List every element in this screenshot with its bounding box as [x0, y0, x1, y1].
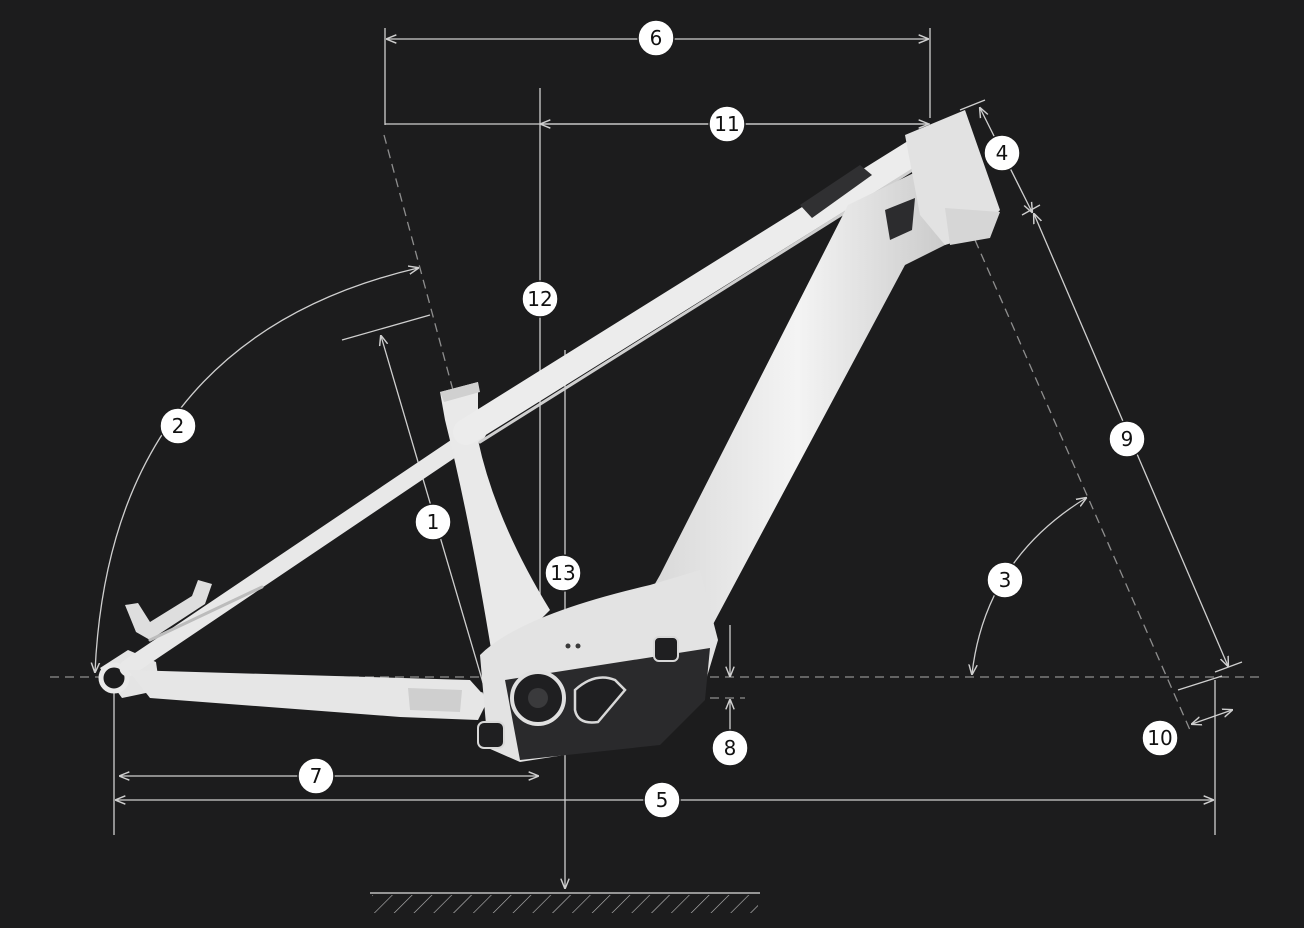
seat-stay	[119, 423, 487, 677]
callout-6: 6	[637, 19, 675, 57]
head-tube-axis-line	[974, 239, 1191, 731]
callout-3: 3	[986, 561, 1024, 599]
callout-13-label: 13	[550, 561, 575, 585]
callout-12: 12	[521, 280, 559, 318]
callout-8-label: 8	[724, 736, 737, 760]
callout-9: 9	[1108, 420, 1146, 458]
callout-6-label: 6	[650, 26, 663, 50]
callout-10-label: 10	[1147, 726, 1172, 750]
dimension-lines	[95, 28, 1243, 888]
callout-13: 13	[544, 554, 582, 592]
brake-mount	[125, 580, 212, 640]
callout-2: 2	[159, 407, 197, 445]
callout-5: 5	[643, 781, 681, 819]
callout-9-label: 9	[1121, 427, 1134, 451]
callout-7-label: 7	[310, 764, 323, 788]
callout-11: 11	[708, 105, 746, 143]
callout-1-label: 1	[427, 510, 440, 534]
callout-10: 10	[1141, 719, 1179, 757]
callout-4-label: 4	[996, 141, 1009, 165]
chain-stay	[128, 670, 488, 720]
callout-12-label: 12	[527, 287, 552, 311]
callout-1: 1	[414, 503, 452, 541]
callout-4: 4	[983, 134, 1021, 172]
down-tube	[640, 165, 955, 658]
callout-11-label: 11	[714, 112, 739, 136]
callout-2-label: 2	[172, 414, 185, 438]
callout-7: 7	[297, 757, 335, 795]
callout-3-label: 3	[999, 568, 1012, 592]
callout-8: 8	[711, 729, 749, 767]
callouts: 1 2 3 4 5 6 7 8 9 10 11	[159, 19, 1179, 819]
seat-tube	[440, 382, 550, 655]
bike-frame	[98, 110, 1000, 762]
callout-5-label: 5	[656, 788, 669, 812]
ground	[370, 892, 760, 913]
top-tube	[453, 137, 931, 445]
